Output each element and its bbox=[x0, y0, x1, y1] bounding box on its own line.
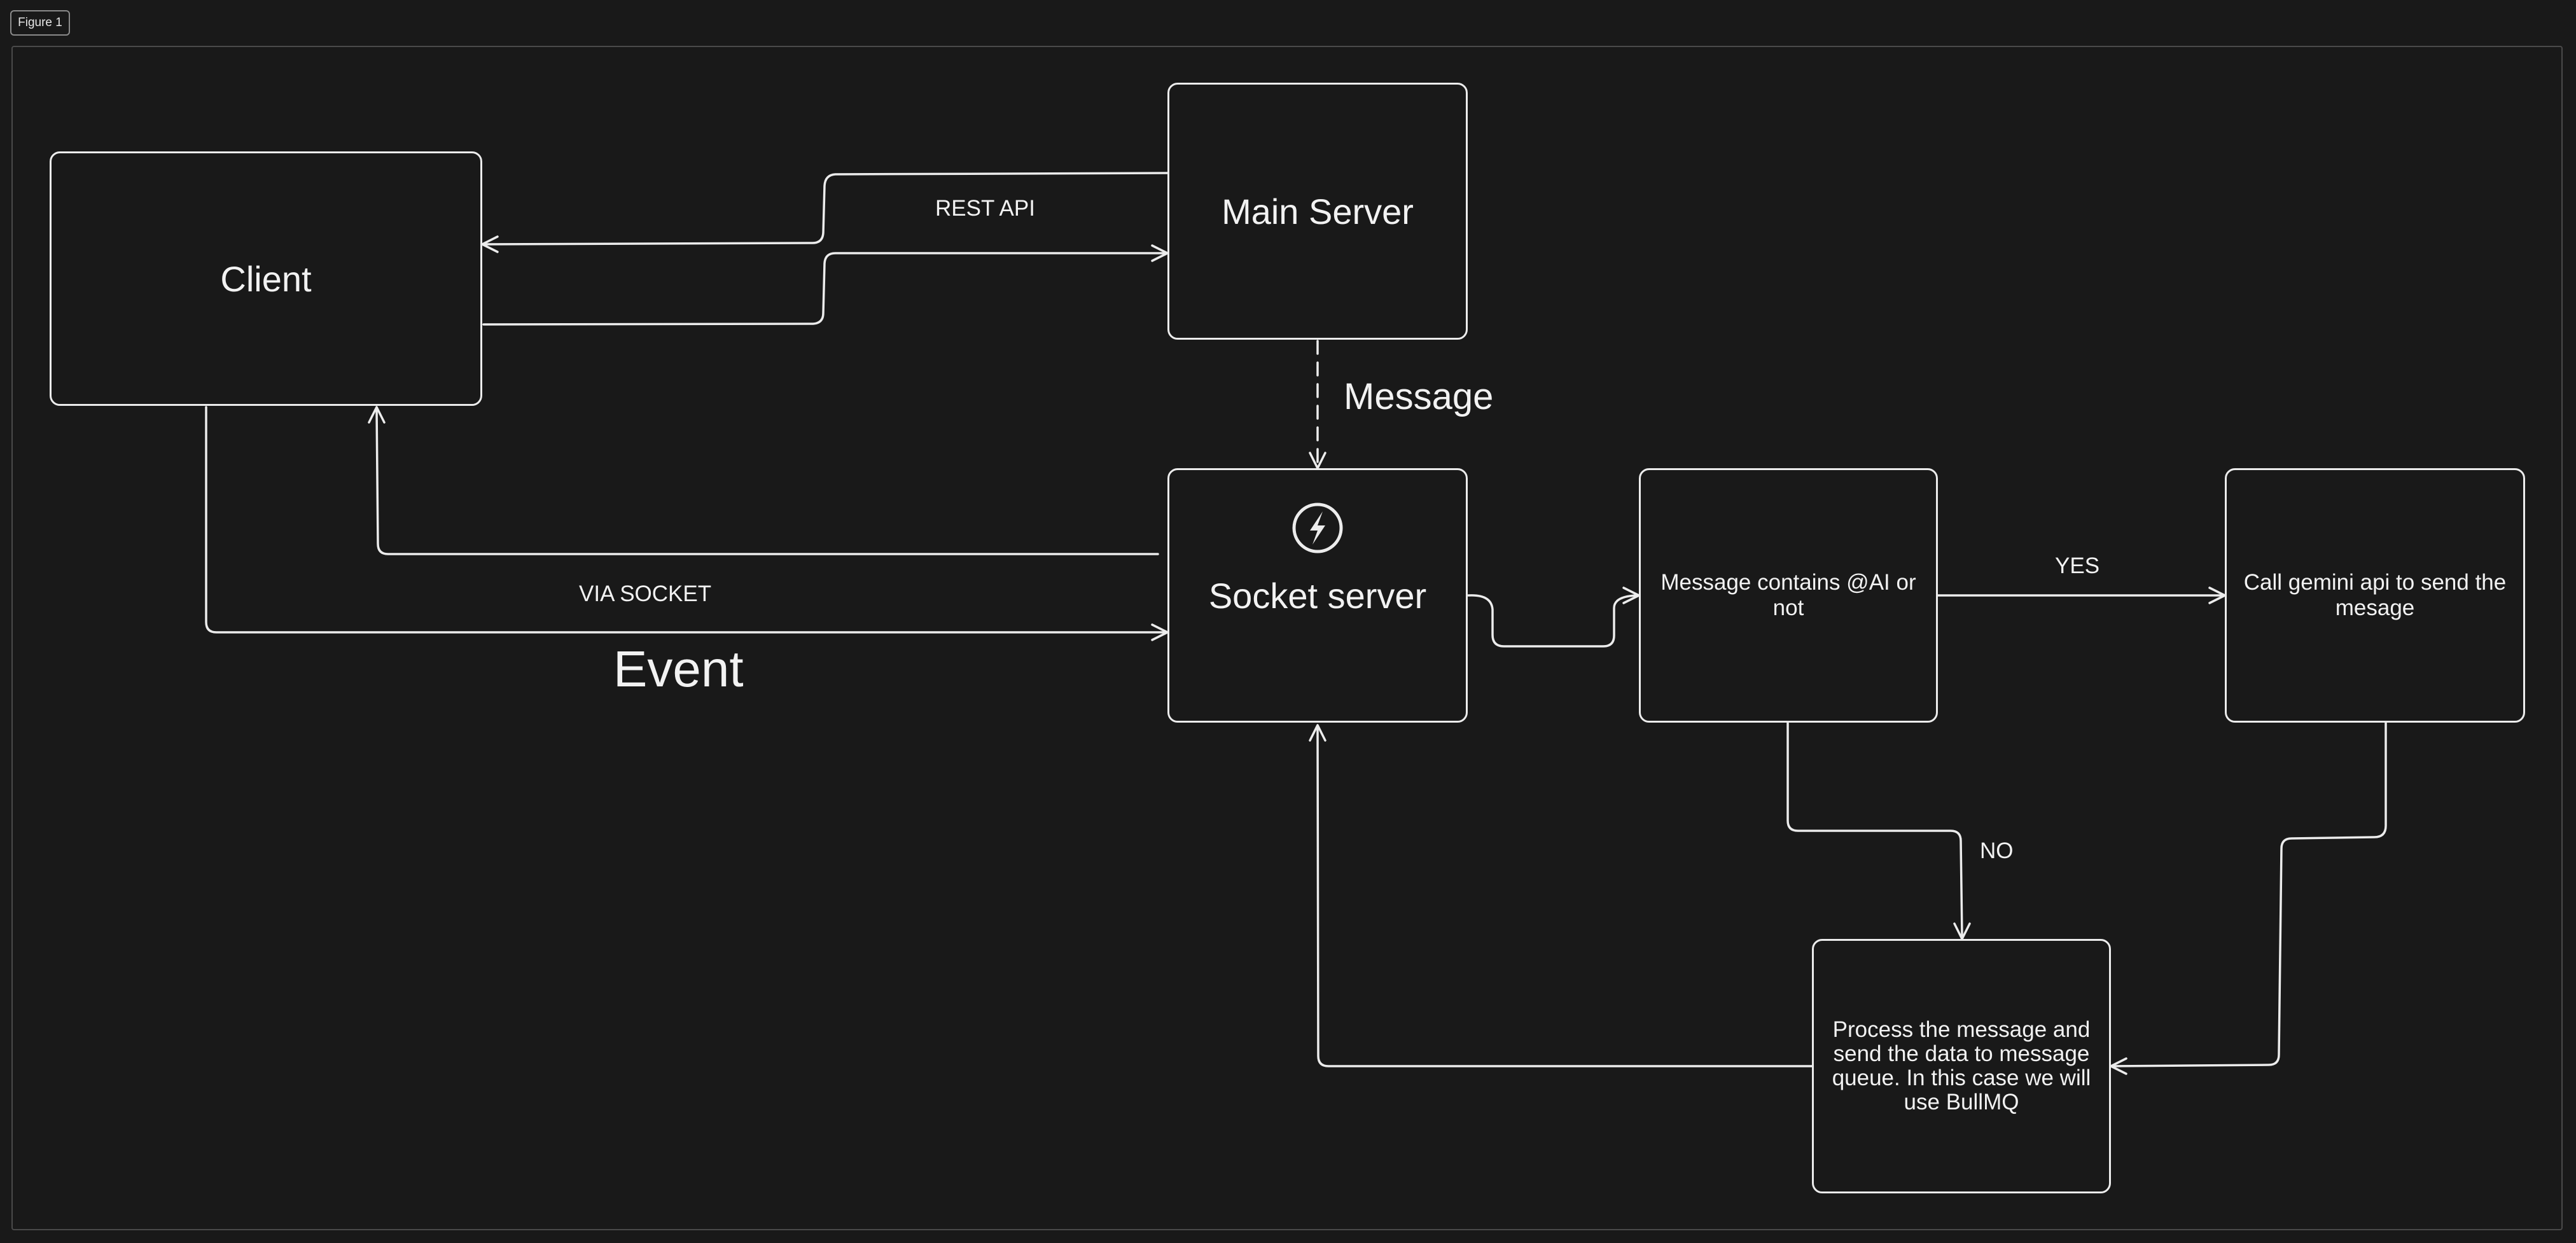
socket-server-label: Socket server bbox=[1208, 575, 1427, 616]
socketio-icon bbox=[1292, 503, 1343, 553]
edge-socket-to-check bbox=[1467, 594, 1639, 648]
figure-tag[interactable]: Figure 1 bbox=[10, 10, 70, 36]
arrowhead-client-rest bbox=[481, 235, 499, 253]
edge-main-to-client bbox=[482, 172, 1169, 246]
edge-client-to-socket bbox=[205, 406, 1167, 634]
rest-api-label: REST API bbox=[935, 196, 1035, 221]
arrowhead-socket-process bbox=[1309, 724, 1326, 742]
socket-server-node[interactable]: Socket server bbox=[1167, 468, 1468, 723]
via-socket-label: VIA SOCKET bbox=[579, 581, 712, 606]
gemini-node[interactable]: Call gemini api to send the mesage bbox=[2225, 468, 2525, 723]
no-label: NO bbox=[1980, 838, 2014, 863]
edge-client-to-main bbox=[482, 252, 1167, 326]
main-server-node[interactable]: Main Server bbox=[1167, 83, 1468, 340]
process-label: Process the message and send the data to… bbox=[1832, 1017, 2091, 1115]
client-label: Client bbox=[220, 258, 312, 299]
yes-label: YES bbox=[2055, 553, 2100, 578]
main-server-label: Main Server bbox=[1222, 191, 1414, 232]
ai-check-label: Message contains @AI or not bbox=[1660, 570, 1916, 620]
process-node[interactable]: Process the message and send the data to… bbox=[1812, 939, 2111, 1193]
arrowhead-process-gemini bbox=[2110, 1057, 2127, 1075]
edge-gemini-to-process bbox=[2111, 721, 2387, 1067]
edge-socket-to-client bbox=[375, 408, 1159, 555]
message-label: Message bbox=[1344, 376, 1494, 417]
edge-check-to-process bbox=[1786, 721, 1963, 938]
ai-check-node[interactable]: Message contains @AI or not bbox=[1639, 468, 1938, 723]
gemini-label: Call gemini api to send the mesage bbox=[2243, 570, 2507, 620]
figure-frame bbox=[11, 46, 2563, 1230]
edge-process-to-socket bbox=[1316, 726, 1813, 1067]
client-node[interactable]: Client bbox=[50, 151, 482, 406]
arrowhead-client-socket bbox=[368, 406, 386, 424]
event-label: Event bbox=[613, 641, 744, 697]
